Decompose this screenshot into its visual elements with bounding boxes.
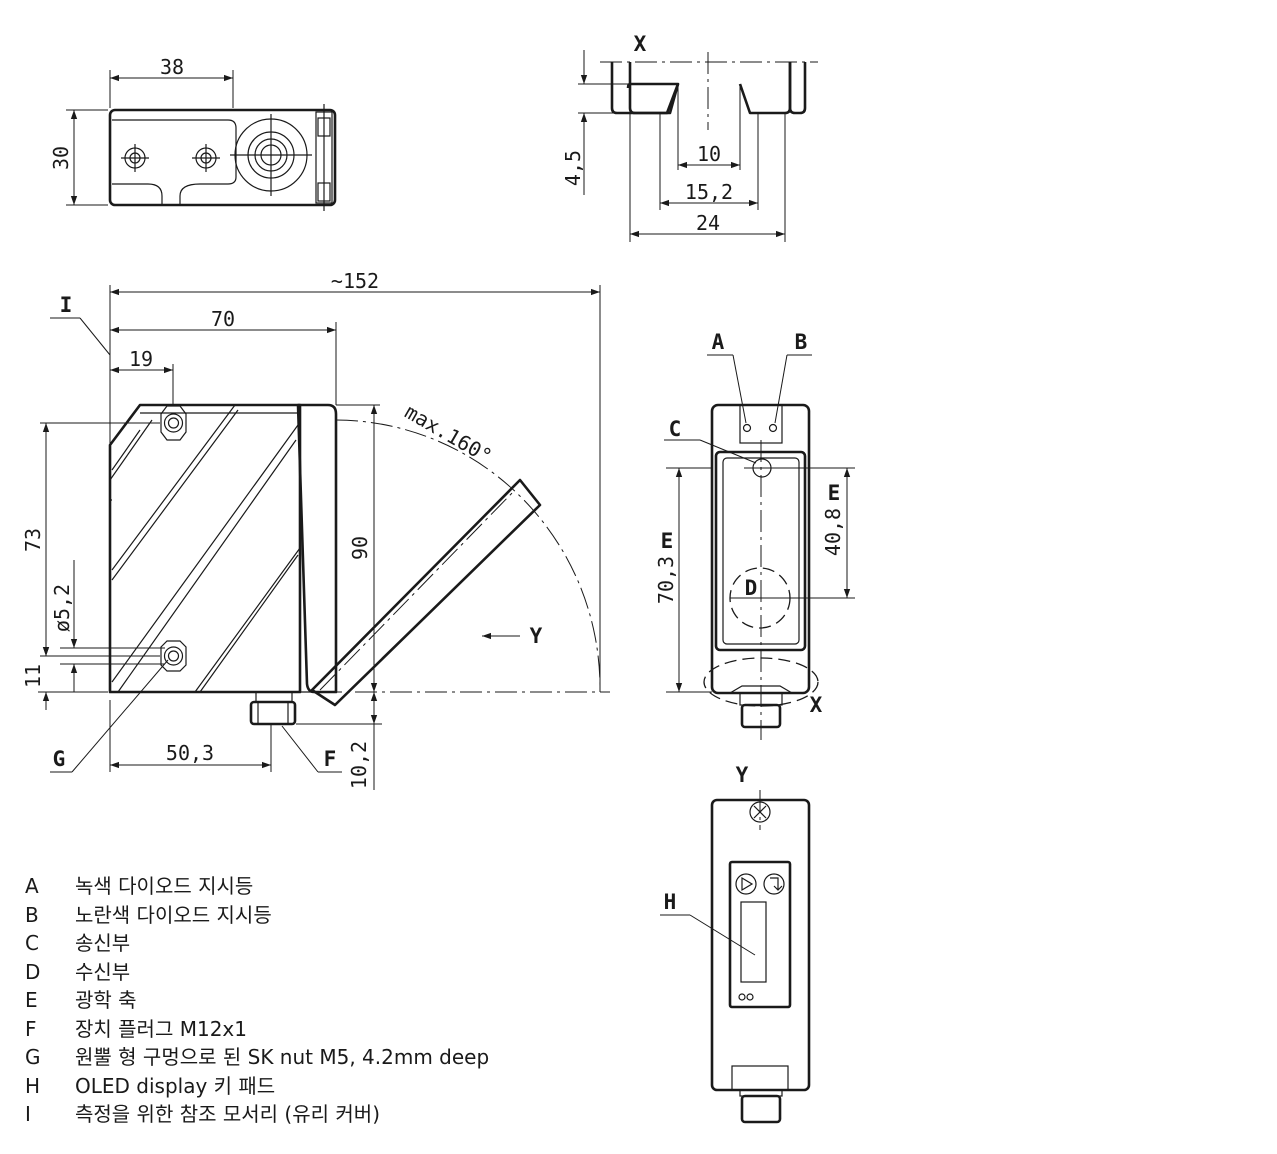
plug-m12-icon bbox=[249, 691, 297, 726]
side-view-body bbox=[108, 403, 302, 694]
dim-x-mid: 15,2 bbox=[685, 180, 733, 204]
connector-icon bbox=[230, 114, 312, 196]
callout-b: B bbox=[795, 330, 808, 354]
detail-x-right-profile bbox=[788, 62, 807, 115]
plug-m12-front-icon bbox=[729, 685, 793, 729]
dim-front-axis-total: 70,3 bbox=[654, 556, 678, 604]
y-arrow-label: Y bbox=[530, 624, 543, 648]
plug-m12-back-icon bbox=[739, 1089, 783, 1124]
top-view-recess bbox=[112, 119, 237, 204]
top-view: 38 30 bbox=[49, 55, 337, 211]
callout-f: F bbox=[324, 747, 337, 771]
dim-hole-spacing: 73 bbox=[21, 528, 45, 552]
nut-hole-bottom-icon bbox=[160, 640, 187, 672]
callout-a: A bbox=[712, 330, 725, 354]
dim-front-axis-top: 40,8 bbox=[821, 508, 845, 556]
dim-body-length: 70 bbox=[211, 307, 235, 331]
front-view: 40,8 70,3 X A B C D E E bbox=[654, 330, 855, 740]
top-view-body bbox=[108, 108, 337, 207]
callout-h: H bbox=[664, 890, 677, 914]
oled-panel bbox=[728, 860, 792, 1009]
dim-plug-length: 10,2 bbox=[347, 741, 371, 789]
status-dot-icon bbox=[746, 993, 754, 1001]
status-dot-icon bbox=[738, 993, 746, 1001]
dim-x-inner: 10 bbox=[697, 142, 721, 166]
callout-g: G bbox=[53, 747, 66, 771]
callout-c: C bbox=[669, 417, 682, 441]
callout-e-right: E bbox=[828, 481, 841, 505]
mounting-hole-icon bbox=[121, 144, 149, 172]
dim-hole-diameter: ø5,2 bbox=[50, 584, 74, 632]
yellow-led-icon bbox=[768, 423, 778, 433]
detail-x-label: X bbox=[634, 32, 647, 56]
enter-key-icon bbox=[763, 873, 785, 895]
callout-e-left: E bbox=[661, 529, 674, 553]
dim-angle: max.160° bbox=[401, 399, 496, 468]
dim-total-length: ~152 bbox=[331, 269, 379, 293]
dim-x-outer: 24 bbox=[696, 211, 720, 235]
play-key-icon bbox=[735, 873, 757, 895]
dim-plug-offset: 50,3 bbox=[166, 741, 214, 765]
mounting-hole-icon bbox=[192, 144, 220, 172]
callout-i: I bbox=[60, 293, 73, 317]
dim-hole-bottom: 11 bbox=[21, 664, 45, 688]
dim-x-depth: 4,5 bbox=[561, 150, 585, 186]
dim-top-width: 38 bbox=[160, 55, 184, 79]
detail-x-view: X 4,5 10 15,2 24 bbox=[561, 32, 818, 242]
side-view: ~152 70 19 max.160° 73 90 ø5,2 11 11 Y 5… bbox=[21, 269, 610, 790]
back-view: Y H bbox=[660, 763, 811, 1124]
oled-display bbox=[740, 901, 767, 983]
dim-top-height: 30 bbox=[49, 146, 73, 170]
green-led-icon bbox=[742, 423, 752, 433]
back-view-body bbox=[710, 798, 811, 1092]
front-x-label: X bbox=[810, 693, 823, 717]
detail-x-left-profile bbox=[610, 62, 680, 115]
nut-hole-top-icon bbox=[160, 405, 187, 441]
dim-hole-offset: 19 bbox=[129, 347, 153, 371]
detail-x-marker bbox=[703, 657, 819, 707]
side-view-optic-head bbox=[296, 403, 338, 694]
back-y-label: Y bbox=[736, 763, 749, 787]
dim-height: 90 bbox=[348, 536, 372, 560]
rotated-optic-head bbox=[310, 478, 542, 707]
callout-d: D bbox=[745, 576, 758, 600]
